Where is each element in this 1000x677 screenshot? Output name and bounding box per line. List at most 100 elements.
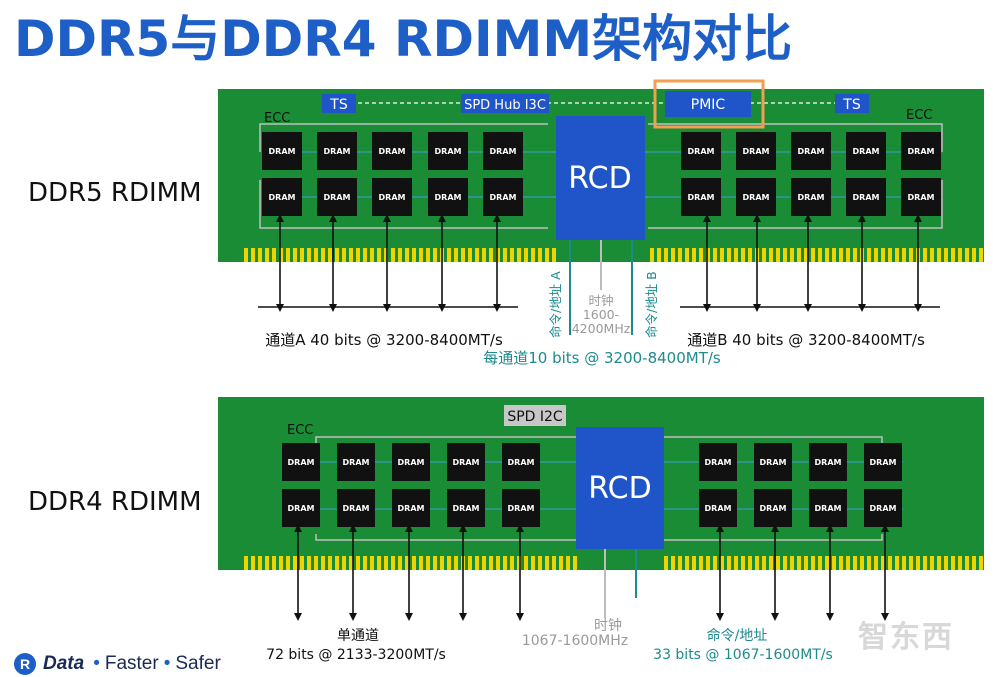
gold-finger-pin <box>482 556 486 570</box>
gold-finger-pin <box>769 556 773 570</box>
gold-finger-pin <box>426 556 430 570</box>
gold-finger-pin <box>853 248 857 262</box>
gold-finger-pin <box>244 248 248 262</box>
gold-finger-pin <box>503 248 507 262</box>
gold-finger-pin <box>538 556 542 570</box>
gold-finger-pin <box>251 248 255 262</box>
gold-finger-pin <box>293 556 297 570</box>
dram-chip <box>483 132 523 170</box>
dram-chip <box>864 443 902 481</box>
gold-finger-pin <box>307 248 311 262</box>
gold-finger-pin <box>314 556 318 570</box>
ddr5-rcd-chip <box>556 116 645 240</box>
gold-finger-pin <box>783 556 787 570</box>
gold-finger-pin <box>671 248 675 262</box>
gold-finger-pin <box>874 248 878 262</box>
ddr4-spd-i2c <box>504 405 566 426</box>
gold-finger-pin <box>832 248 836 262</box>
gold-finger-pin <box>356 248 360 262</box>
ddr5-dram-chips: DRAMDRAMDRAMDRAMDRAMDRAMDRAMDRAMDRAMDRAM… <box>262 132 941 216</box>
gold-finger-pin <box>818 556 822 570</box>
dram-chip-label: DRAM <box>324 147 351 156</box>
gold-finger-pin <box>524 248 528 262</box>
gold-finger-pin <box>979 556 983 570</box>
ddr5-rcd-label: RCD <box>568 161 631 196</box>
gold-finger-pin <box>328 248 332 262</box>
gold-finger-pin <box>664 556 668 570</box>
gold-finger-pin <box>930 556 934 570</box>
gold-finger-pin <box>335 248 339 262</box>
gold-finger-pin <box>559 556 563 570</box>
gold-finger-pin <box>923 556 927 570</box>
gold-finger-pin <box>657 248 661 262</box>
pmic-highlight-box <box>653 79 765 129</box>
dram-chip <box>392 443 430 481</box>
gold-finger-pin <box>769 248 773 262</box>
gold-finger-pin <box>447 248 451 262</box>
gold-finger-pin <box>552 248 556 262</box>
dram-chip <box>502 489 540 527</box>
dram-chip-label: DRAM <box>490 193 517 202</box>
gold-finger-pin <box>832 556 836 570</box>
gold-finger-pin <box>951 248 955 262</box>
gold-finger-pin <box>503 556 507 570</box>
gold-finger-pin <box>251 556 255 570</box>
gold-finger-pin <box>839 556 843 570</box>
gold-finger-pin <box>293 248 297 262</box>
ddr4-single-channel-label: 单通道 <box>337 628 379 644</box>
gold-finger-pin <box>874 556 878 570</box>
dram-chip-label: DRAM <box>870 504 897 513</box>
dram-chip-label: DRAM <box>743 147 770 156</box>
ddr4-clock-freq-label: 1067-1600MHz <box>522 633 628 649</box>
gold-finger-pin <box>755 556 759 570</box>
dram-chip-label: DRAM <box>688 147 715 156</box>
gold-finger-pin <box>433 248 437 262</box>
dram-chip-label: DRAM <box>288 458 315 467</box>
gold-finger-pin <box>475 248 479 262</box>
gold-finger-pin <box>776 556 780 570</box>
gold-finger-pin <box>489 556 493 570</box>
gold-finger-pin <box>328 556 332 570</box>
gold-finger-pin <box>433 556 437 570</box>
page-title: DDR5与DDR4 RDIMM架构对比 <box>14 10 793 68</box>
gold-finger-pin <box>958 556 962 570</box>
gold-finger-pin <box>321 248 325 262</box>
gold-finger-pin <box>447 556 451 570</box>
gold-finger-pin <box>377 248 381 262</box>
watermark-logo: 智东西 <box>858 620 954 655</box>
gold-finger-pin <box>391 556 395 570</box>
dram-chip <box>846 132 886 170</box>
gold-finger-pin <box>937 556 941 570</box>
gold-finger-pin <box>839 248 843 262</box>
gold-finger-pin <box>902 556 906 570</box>
gold-finger-pin <box>825 556 829 570</box>
dram-chip <box>483 178 523 216</box>
dram-chip-label: DRAM <box>743 193 770 202</box>
gold-finger-pin <box>692 248 696 262</box>
gold-finger-pin <box>356 556 360 570</box>
footer-word-safer: Safer <box>175 653 221 674</box>
dram-chip <box>447 489 485 527</box>
ddr5-ts-left <box>322 94 356 113</box>
dram-chip-label: DRAM <box>269 147 296 156</box>
gold-finger-pin <box>545 556 549 570</box>
dram-chip-label: DRAM <box>870 458 897 467</box>
dram-chip <box>791 132 831 170</box>
ddr5-channel-b-label: 通道B 40 bits @ 3200-8400MT/s <box>687 331 925 349</box>
ddr5-clock-freq-2: 4200MHz <box>572 321 631 336</box>
gold-finger-pin <box>825 248 829 262</box>
ddr5-data-arrows <box>276 214 922 312</box>
ddr5-spd-hub-label: SPD Hub I3C <box>464 98 546 113</box>
gold-finger-pin <box>545 248 549 262</box>
gold-finger-pin <box>363 556 367 570</box>
ddr5-spd-hub <box>461 94 549 113</box>
dram-chip <box>317 178 357 216</box>
gold-finger-pin <box>405 248 409 262</box>
gold-finger-pin <box>454 248 458 262</box>
gold-finger-pin <box>524 556 528 570</box>
gold-finger-pin <box>811 248 815 262</box>
dram-chip-label: DRAM <box>453 504 480 513</box>
gold-finger-pin <box>944 556 948 570</box>
ddr4-data-arrows <box>294 524 889 621</box>
